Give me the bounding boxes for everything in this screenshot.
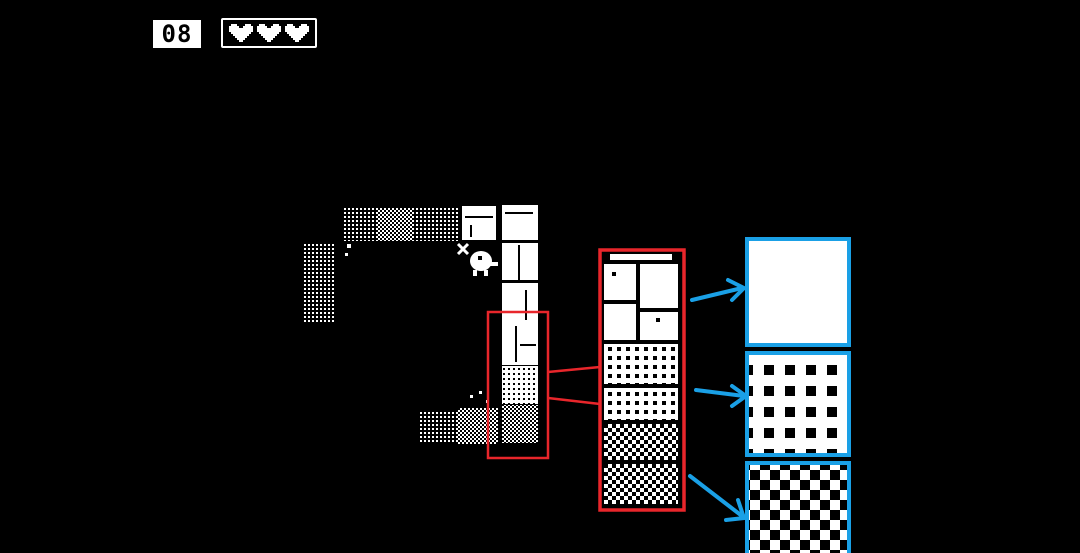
magnified-tile-column — [598, 248, 686, 512]
health-bar — [221, 18, 317, 48]
arrow-icon — [688, 474, 747, 522]
connector-line — [547, 365, 601, 374]
pattern-swatch-solid — [745, 237, 851, 347]
heart-icon — [285, 24, 309, 42]
connector-line — [547, 396, 601, 406]
arrow-icon — [694, 384, 750, 408]
depth-counter: 08 — [153, 20, 201, 48]
player-character-icon — [456, 242, 498, 276]
solid-wall-column — [462, 205, 538, 443]
highlight-box-small — [486, 310, 550, 460]
pattern-swatch-grid — [745, 351, 851, 457]
dotted-rock-cluster — [302, 207, 498, 444]
pattern-swatch-checker — [745, 461, 851, 553]
arrow-icon — [690, 278, 748, 302]
heart-icon — [257, 24, 281, 42]
heart-icon — [229, 24, 253, 42]
